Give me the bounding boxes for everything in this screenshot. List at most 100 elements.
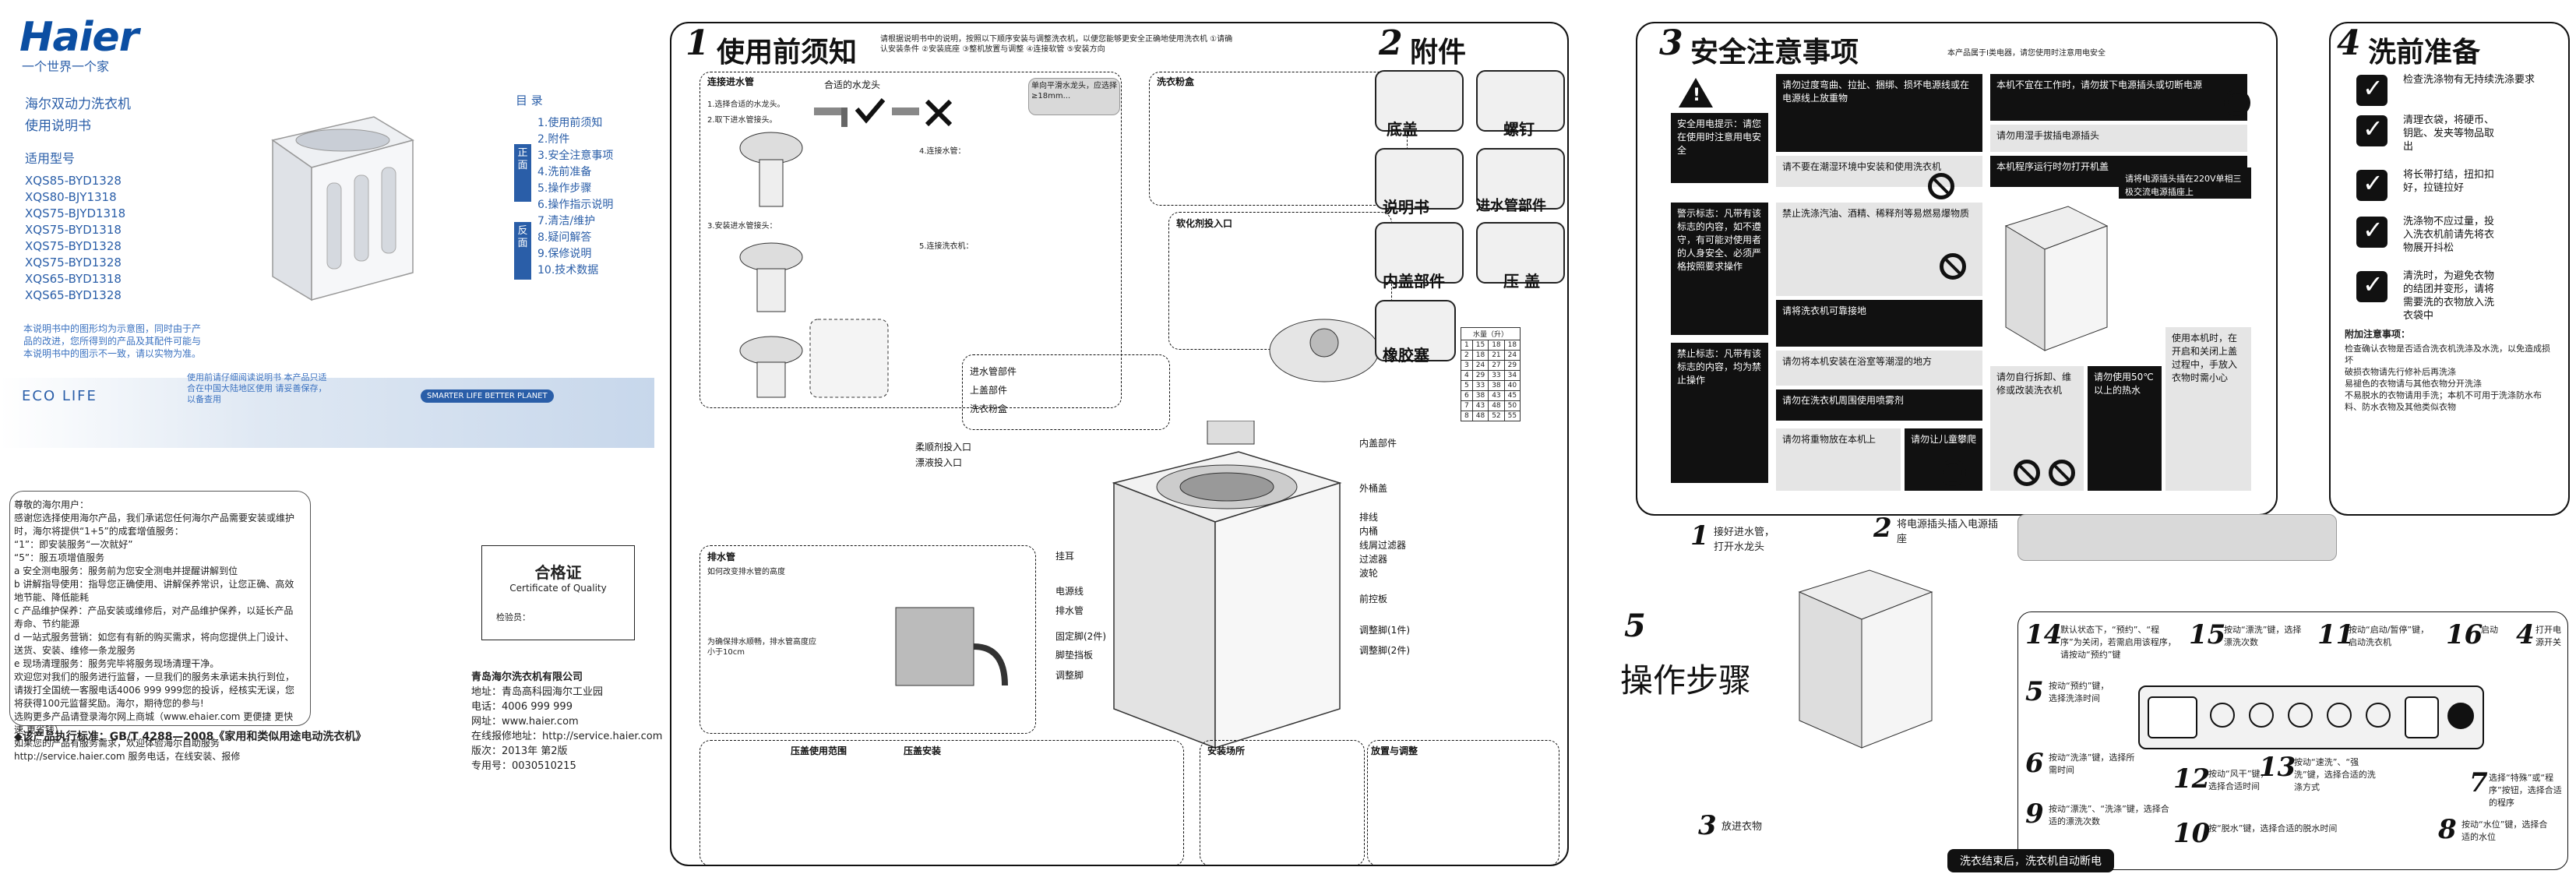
part-label: 调整脚(1件) (1359, 625, 1410, 636)
cert-subtitle: Certificate of Quality (509, 583, 607, 594)
company-tel: 电话：4006 999 999 (471, 701, 573, 713)
prep-item: 清洗时，为避免衣物的结团并变形，请将需要洗的衣物放入洗衣袋中 (2356, 265, 2563, 322)
accessory-label: 内盖部件 (1383, 272, 1445, 291)
step-number: 2 (1873, 513, 1892, 544)
panel-button[interactable] (2249, 703, 2274, 728)
safety-cell: 请勿过度弯曲、拉扯、捆绑、损坏电源线或在电源线上放重物 (1776, 74, 1982, 152)
panel-button[interactable] (2210, 703, 2235, 728)
safety-cell: 安全用电提示：请您在使用时注意用电安全 (1671, 113, 1768, 183)
drain-height-title: 如何改变排水管的高度 (707, 568, 785, 576)
model-item: XQS85-BYD1328 (25, 174, 122, 188)
check-icon (2356, 215, 2387, 248)
step-label: 4.连接水管： (919, 147, 966, 156)
parts-callout-box (962, 354, 1170, 430)
prohibit-icon (2014, 460, 2040, 486)
model-item: XQS75-BYD1328 (25, 239, 122, 253)
toc-item[interactable]: 2.附件 (537, 133, 570, 146)
drain-tip: 为确保排水顺畅，排水管高度应小于10cm (707, 638, 816, 657)
part-label: 柔顺剂投入口 (915, 442, 972, 453)
toc-item[interactable]: 6.操作指示说明 (537, 199, 614, 211)
step-number: 8 (2438, 814, 2457, 845)
prep-note: 易褪色的衣物请与其他衣物分开洗涤 (2345, 379, 2482, 389)
part-label: 排线 (1359, 512, 1379, 523)
safety-washer-illustration (2004, 206, 2109, 351)
connect-inlet-title: 连接进水管 (707, 76, 755, 87)
press-box (700, 740, 1184, 866)
safety-cell: 请勿使用50℃以上的热水 (2088, 366, 2162, 491)
toc-item[interactable]: 10.技术数据 (537, 264, 599, 277)
safety-cell: 警示标志：凡带有该标志的内容，如不遵守，有可能对使用者的人身安全、必须严格按照要… (1671, 203, 1768, 335)
service-letter-frame (9, 491, 311, 726)
section4-title: 洗前准备 (2368, 37, 2481, 69)
toc-item[interactable]: 7.清洁/维护 (537, 215, 596, 227)
drain-title: 排水管 (707, 552, 736, 562)
prohibit-icon (1928, 173, 1954, 199)
letter-line: e 现场清理服务：服务完毕将服务现场清理干净。 (14, 658, 220, 669)
safety-cell: 请不要在潮湿环境中安装和使用洗衣机 (1776, 156, 1982, 187)
part-label: 波轮 (1359, 568, 1379, 579)
toc-tag-front: 正面 (514, 144, 531, 202)
accessory-label: 压 盖 (1503, 272, 1540, 291)
part-label: 排水管 (1055, 605, 1084, 616)
letter-line: 如果您的产品有服务需求，欢迎体验海尔自助服务http://service.hai… (14, 738, 241, 762)
part-label: 前控板 (1359, 594, 1388, 604)
part-label: 线屑过滤器 (1359, 540, 1407, 551)
place-title: 安装场所 (1207, 745, 1246, 756)
step-number: 13 (2259, 752, 2296, 783)
service-letter: 尊敬的海尔用户： 感谢您选择使用海尔产品，我们承诺您任何海尔产品需要安装或维护时… (14, 499, 302, 763)
section3-subtitle: 本产品属于Ⅰ类电器，请您使用时注意用电安全 (1947, 49, 2106, 58)
accessory-screw (1476, 70, 1565, 132)
step-tip (2017, 514, 2337, 561)
step-number: 6 (2025, 748, 2044, 779)
section2-number: 2 (1379, 23, 1403, 63)
toc-item[interactable]: 1.使用前须知 (537, 117, 603, 129)
toc-item[interactable]: 3.安全注意事项 (537, 150, 614, 162)
letter-line: 选购更多产品请登录海尔网上商城（www.ehaier.com 更便捷 更快速 更… (14, 711, 294, 735)
toc-item[interactable]: 5.操作步骤 (537, 182, 592, 195)
prohibit-icon (1940, 253, 1966, 280)
accessory-label: 说明书 (1383, 198, 1429, 217)
panel-button[interactable] (2288, 703, 2313, 728)
company-service: 在线报修地址：http://service.haier.com (471, 731, 663, 742)
adjust-box (1367, 740, 1559, 866)
prep-notes-title: 附加注意事项： (2345, 329, 2411, 340)
drain-illustration (895, 607, 1008, 686)
step-text: 按“脱水”键，选择合适的脱水时间 (2208, 823, 2338, 833)
table-of-contents: 1.使用前须知 2.附件 3.安全注意事项 4.洗前准备 5.操作步骤 6.操作… (537, 115, 613, 279)
step-number: 15 (2189, 619, 2226, 650)
panel-button[interactable] (2327, 703, 2352, 728)
toc-item[interactable]: 9.保修说明 (537, 248, 592, 260)
water-level-title: 水量（升） (1460, 327, 1521, 340)
step-number: 1 (1690, 520, 1709, 552)
operation-washer-illustration (1798, 569, 1933, 749)
section4-frame (2329, 22, 2570, 516)
part-label: 漂液投入口 (915, 457, 963, 468)
toc-item[interactable]: 4.洗前准备 (537, 166, 592, 178)
company-name: 青岛海尔洗衣机有限公司 (471, 671, 583, 683)
prohibit-icon (2224, 90, 2250, 116)
detergent-title: 洗衣粉盒 (1157, 76, 1195, 87)
accessory-manual (1375, 148, 1464, 210)
control-panel (2138, 685, 2484, 749)
section1-number: 1 (685, 23, 710, 63)
model-heading: 适用型号 (25, 151, 76, 166)
panel-button[interactable] (2366, 703, 2391, 728)
letter-line: c 产品维护保养：产品安装或维修后，对产品维护保养，以延长产品寿命、节约能源 (14, 605, 294, 629)
toc-item[interactable]: 8.疑问解答 (537, 231, 592, 244)
safety-cell: 请勿在洗衣机周围使用喷雾剂 (1776, 389, 1982, 421)
check-icon (2356, 73, 2387, 106)
letter-line: “1”：即安装服务“一次就好” (14, 539, 133, 550)
quality-certificate: 合格证 Certificate of Quality 检验员： (481, 545, 635, 640)
press-use-title: 压盖使用范围 (791, 745, 848, 756)
cover-blue-band (0, 378, 654, 448)
check-icon (2356, 270, 2387, 302)
smarter-life-badge: SMARTER LIFE BETTER PLANET (421, 389, 554, 403)
step-text: 按动“预约”键，选择洗涤时间 (2049, 681, 2109, 703)
part-label: 脚垫挡板 (1055, 650, 1094, 661)
accessory-inlet-hose (1476, 148, 1565, 210)
detergent-box (1149, 72, 1408, 206)
tap-note: 单向平滑水龙头，应选择 ≥18mm... (1028, 78, 1120, 115)
step-label: 3.安装进水管接头： (707, 222, 777, 231)
power-button[interactable] (2447, 703, 2474, 729)
section3-title: 安全注意事项 (1690, 37, 1859, 69)
